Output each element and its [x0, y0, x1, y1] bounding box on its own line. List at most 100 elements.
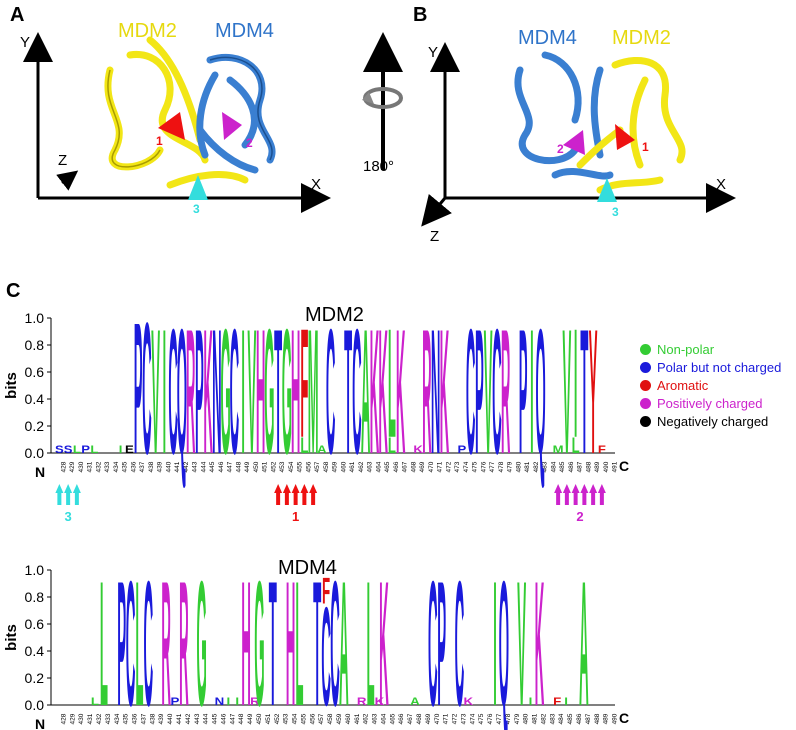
binding-site-arrow-icon [274, 484, 283, 505]
logo-y-tick-label: 0.6 [25, 616, 45, 632]
logo-letter: I [163, 292, 167, 491]
logo-position-label: 464 [380, 713, 387, 724]
panel-b-mdm4-ribbon [514, 51, 614, 180]
logo-letter: C [144, 544, 154, 730]
logo-position-label: 441 [174, 461, 181, 472]
logo-position-label: 463 [367, 461, 374, 472]
logo-letter: L [388, 297, 396, 470]
logo-position-label: 490 [612, 713, 619, 724]
logo-position-label: 485 [559, 461, 566, 472]
panel-a-site2-label: 2 [246, 136, 253, 150]
legend-item: Positively charged [640, 396, 763, 411]
logo-position-label: 491 [612, 461, 619, 472]
logo-position-label: 467 [402, 461, 409, 472]
logo-letter: C [321, 580, 331, 730]
logo-n-terminus-label: N [35, 464, 45, 480]
logo-letter: P [519, 292, 528, 491]
logo-position-label: 461 [354, 713, 361, 724]
logo-letter: Q [177, 292, 187, 491]
panel-b-site1-arrow [615, 124, 635, 150]
legend-label: Negatively charged [657, 414, 769, 429]
logo-letter: K [378, 292, 387, 491]
logo-letter: R [161, 544, 171, 730]
logo-position-label: 434 [113, 461, 120, 472]
logo-letter: A [361, 292, 370, 491]
logo-letter: L [90, 443, 99, 456]
logo-c-terminus-label: C [619, 458, 629, 474]
logo-letter: H [256, 292, 265, 491]
logo-mdm2-title: MDM2 [305, 304, 364, 326]
logo-position-label: 481 [524, 461, 531, 472]
logo-position-label: 452 [270, 461, 277, 472]
logo-position-label: 456 [309, 713, 316, 724]
binding-site-label: 3 [65, 509, 72, 524]
logo-position-label: 475 [472, 461, 479, 472]
structure-panels [23, 32, 736, 227]
logo-letter: K [535, 544, 545, 730]
logo-position-label: 431 [87, 713, 94, 724]
logo-position-label: 484 [550, 461, 557, 472]
logo-position-label: 433 [105, 713, 112, 724]
logo-letter: K [379, 544, 389, 730]
logo-position-label: 487 [585, 713, 592, 724]
logo-letter: R [250, 695, 260, 708]
logo-letter: N [431, 292, 440, 491]
logo-letter: N [215, 695, 225, 708]
logo-letter: V [517, 544, 526, 730]
logo-position-label: 430 [78, 713, 85, 724]
logo-letter: G [264, 292, 274, 491]
panel-a-site1-arrow [158, 112, 185, 140]
logo-letter: L [572, 432, 580, 458]
logo-position-label: 428 [60, 461, 67, 472]
logo-position-label: 449 [244, 461, 251, 472]
logo-position-label: 451 [265, 713, 272, 724]
logo-c-terminus-label: C [619, 710, 629, 726]
logo-letter: P [134, 285, 143, 494]
logo-position-label: 444 [203, 713, 210, 724]
binding-site-arrow-icon [72, 484, 81, 505]
logo-letter: R [179, 544, 189, 730]
logo-position-label: 464 [375, 461, 382, 472]
logo-position-label: 451 [262, 461, 269, 472]
logo-letter: V [562, 292, 571, 491]
logo-position-label: 458 [327, 713, 334, 724]
panel-a-site1-label: 1 [156, 134, 163, 148]
logo-letter: C [428, 544, 438, 730]
logo-position-label: 478 [498, 461, 505, 472]
binding-site-arrow-icon [554, 484, 563, 505]
logo-letter: T [580, 292, 588, 491]
logo-letter: F [322, 570, 330, 611]
logo-letter: C [492, 292, 501, 491]
legend-label: Non-polar [657, 342, 715, 357]
logo-position-label: 470 [434, 713, 441, 724]
logo-y-tick-label: 0.8 [25, 589, 45, 605]
logo-y-tick-label: 0.2 [25, 670, 45, 686]
logo-position-label: 468 [416, 713, 423, 724]
logo-position-label: 483 [542, 461, 549, 472]
logo-position-label: 437 [140, 713, 147, 724]
logo-position-label: 472 [445, 461, 452, 472]
logo-letter: A [339, 544, 349, 730]
logo-y-tick-label: 0.8 [25, 337, 45, 353]
logo-position-label: 471 [437, 461, 444, 472]
logo-letter: P [81, 443, 90, 456]
logo-letter: I [241, 292, 245, 491]
binding-site-arrow-icon [291, 484, 300, 505]
legend-label: Aromatic [657, 378, 709, 393]
binding-site-arrow-icon [589, 484, 598, 505]
logo-position-label: 438 [148, 461, 155, 472]
panel-b-mdm4-label: MDM4 [518, 27, 577, 49]
logo-position-label: 466 [393, 461, 400, 472]
logo-position-label: 468 [410, 461, 417, 472]
logo-y-tick-label: 0.0 [25, 697, 45, 713]
logo-letter: F [553, 695, 562, 708]
logo-letter: P [171, 695, 180, 708]
logo-position-label: 455 [300, 713, 307, 724]
logo-position-label: 447 [227, 461, 234, 472]
panel-a-mdm4-label: MDM4 [215, 20, 274, 42]
logo-position-label: 457 [314, 461, 321, 472]
panel-a-mdm2-ribbon-edge [107, 69, 161, 168]
logo-position-label: 447 [229, 713, 236, 724]
logo-position-label: 484 [558, 713, 565, 724]
panel-b-axes [421, 42, 736, 227]
